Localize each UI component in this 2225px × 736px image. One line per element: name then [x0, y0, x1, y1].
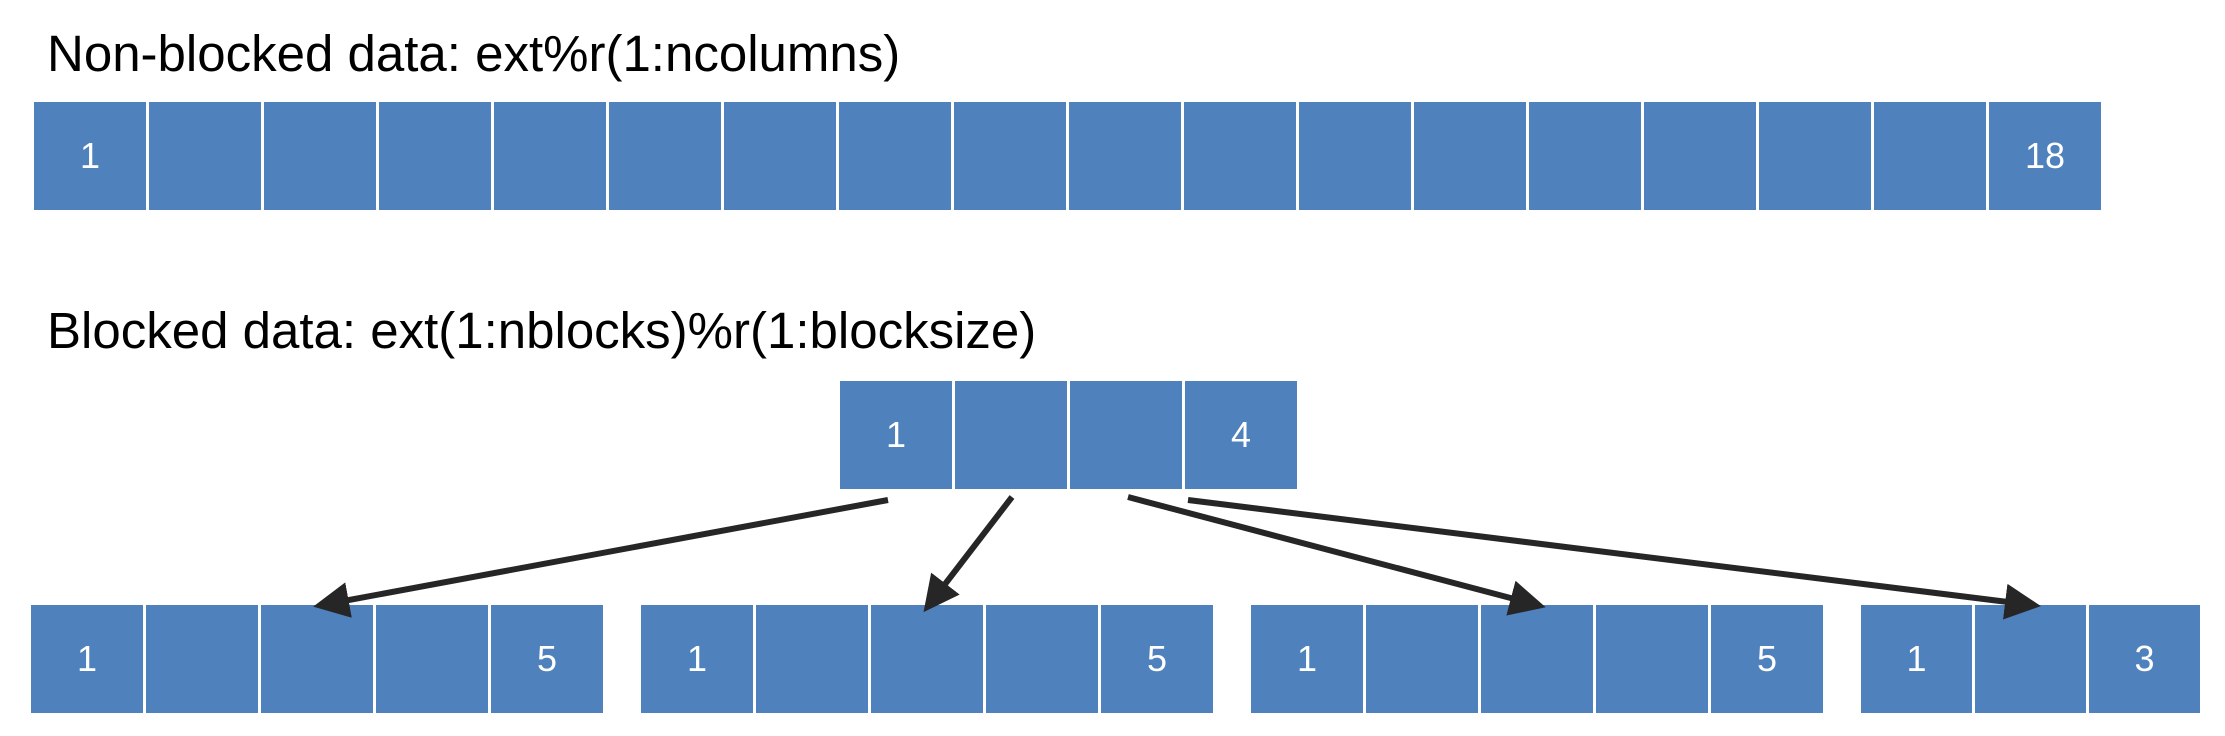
block-3-cell [1596, 605, 1708, 713]
nonblocked-cell [839, 102, 951, 210]
block-2-cell [871, 605, 983, 713]
blocked-title: Blocked data: ext(1:nblocks)%r(1:blocksi… [47, 302, 1037, 359]
nonblocked-cell [379, 102, 491, 210]
block-3-cell [1366, 605, 1478, 713]
nonblocked-cell [609, 102, 721, 210]
block-1-cell [146, 605, 258, 713]
nonblocked-cell [1529, 102, 1641, 210]
arrow-to-block-1 [313, 497, 889, 618]
block-index-cell: 4 [1185, 381, 1297, 489]
nonblocked-cell [954, 102, 1066, 210]
block-4-cell: 3 [2089, 605, 2200, 713]
nonblocked-cell [1184, 102, 1296, 210]
nonblocked-cell [1644, 102, 1756, 210]
nonblocked-array: 1 18 [34, 102, 2101, 210]
block-4-cell [1975, 605, 2086, 713]
nonblocked-cell [149, 102, 261, 210]
nonblocked-title: Non-blocked data: ext%r(1:ncolumns) [47, 25, 901, 82]
arrow-to-block-3 [1127, 494, 1546, 616]
block-1-cell [376, 605, 488, 713]
block-2-cell [986, 605, 1098, 713]
block-3-cell: 1 [1251, 605, 1363, 713]
nonblocked-cell [1414, 102, 1526, 210]
block-3-cell: 5 [1711, 605, 1823, 713]
block-index-cell: 1 [840, 381, 952, 489]
nonblocked-cell: 18 [1989, 102, 2101, 210]
block-index-cell [955, 381, 1067, 489]
nonblocked-cell [1299, 102, 1411, 210]
block-2-cell [756, 605, 868, 713]
nonblocked-cell [724, 102, 836, 210]
nonblocked-cell [1874, 102, 1986, 210]
nonblocked-cell: 1 [34, 102, 146, 210]
block-1-cell [261, 605, 373, 713]
block-2-cell: 1 [641, 605, 753, 713]
nonblocked-cell [264, 102, 376, 210]
arrow-to-block-2 [923, 495, 1015, 613]
block-1-cell: 5 [491, 605, 603, 713]
block-3-cell [1481, 605, 1593, 713]
nonblocked-cell [1069, 102, 1181, 210]
nonblocked-cell [494, 102, 606, 210]
block-2-cell: 5 [1101, 605, 1213, 713]
arrow-to-block-4 [1187, 497, 2041, 620]
block-4-cell: 1 [1861, 605, 1972, 713]
block-1-cell: 1 [31, 605, 143, 713]
block-index-cell [1070, 381, 1182, 489]
nonblocked-cell [1759, 102, 1871, 210]
